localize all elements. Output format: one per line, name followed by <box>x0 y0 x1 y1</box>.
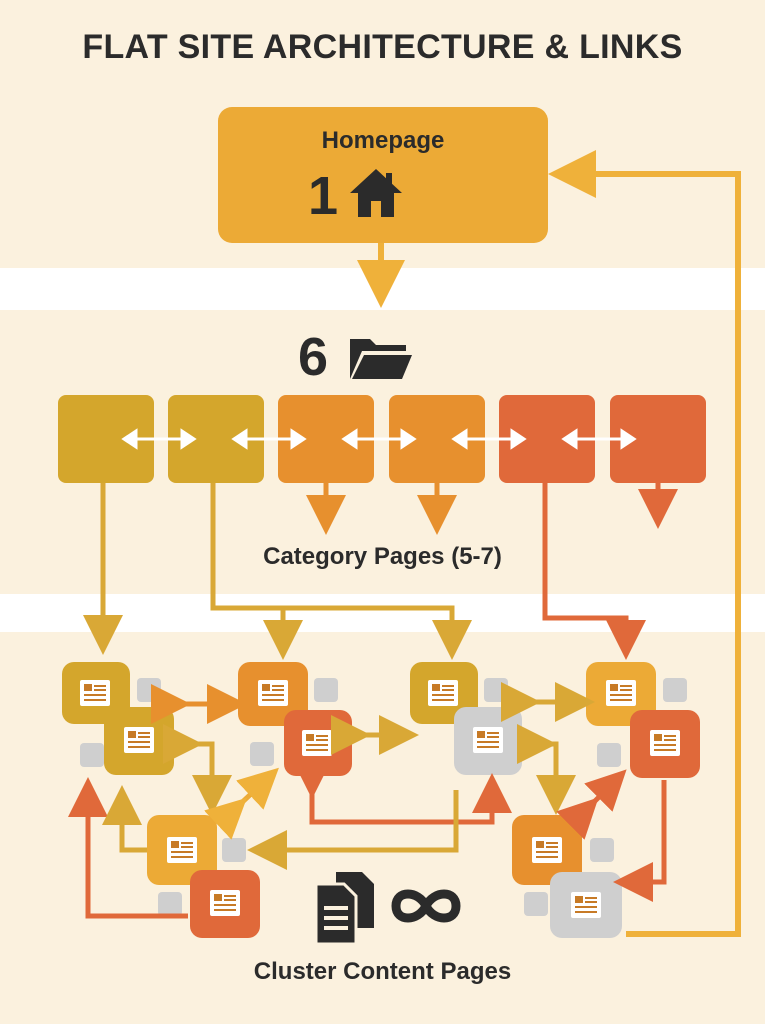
homepage-box[interactable]: Homepage 1 <box>218 107 548 243</box>
category-link-arrows <box>121 428 637 450</box>
category-pages-label: Category Pages (5-7) <box>263 543 502 570</box>
house-icon <box>350 169 402 217</box>
category-2-to-clusters <box>210 483 472 660</box>
cluster-cross-links <box>68 724 667 919</box>
category-count: 6 <box>298 327 329 387</box>
page-title: FLAT SITE ARCHITECTURE & LINKS <box>82 28 683 66</box>
cluster-group-5 <box>147 815 260 938</box>
cluster-group-4 <box>586 662 700 778</box>
cluster-to-home-loop <box>548 150 741 937</box>
homepage-label: Homepage <box>321 127 445 154</box>
folder-icon <box>350 339 412 379</box>
cluster-group-6 <box>512 815 622 938</box>
cluster-group-1 <box>62 662 174 775</box>
homepage-count: 1 <box>308 166 339 226</box>
cluster-horizontal-links <box>151 682 595 755</box>
documents-icon <box>314 872 374 946</box>
category-5-to-cluster-4 <box>542 483 646 660</box>
cluster-pages-label: Cluster Content Pages <box>253 958 512 985</box>
cluster-group-2 <box>238 662 352 776</box>
cluster-group-3 <box>410 662 522 775</box>
infinity-icon <box>391 889 461 923</box>
